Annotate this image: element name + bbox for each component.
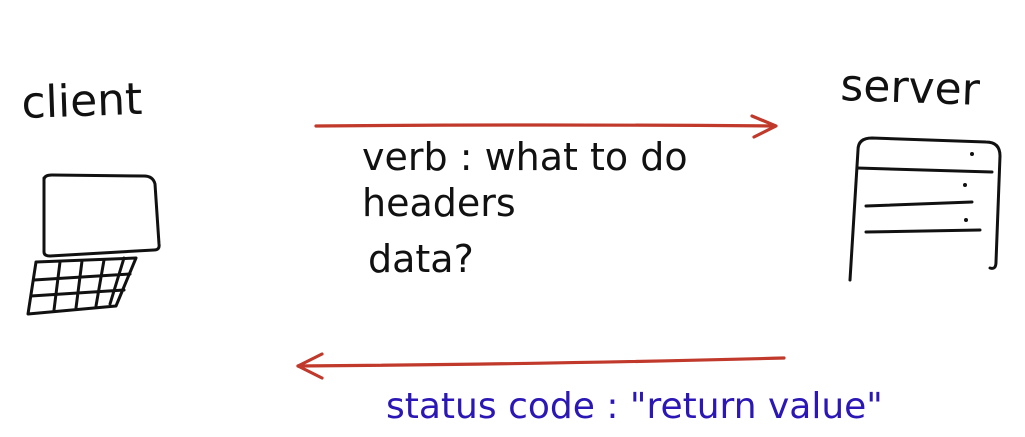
request-arrow-shaft: [314, 123, 776, 128]
server-icon: [848, 136, 1002, 282]
request-arrow: [314, 114, 778, 139]
laptop-keyboard-grid: [29, 256, 132, 312]
response-arrow-head: [296, 352, 324, 380]
server-led-2: [963, 183, 967, 187]
server-led-1: [970, 152, 974, 156]
request-headers-text: headers: [362, 181, 516, 225]
server-shelf-1: [855, 166, 994, 174]
request-data-text: data?: [368, 237, 474, 281]
response-status-text: status code : "return value": [386, 386, 883, 427]
laptop-icon: [26, 173, 161, 316]
server-shelf-3: [864, 228, 982, 234]
laptop-screen: [42, 173, 161, 258]
server-led-3: [964, 218, 968, 222]
client-label: client: [21, 74, 144, 129]
request-arrow-head: [750, 114, 778, 139]
laptop-keyboard: [26, 256, 138, 316]
server-body: [848, 136, 1002, 282]
response-arrow-shaft: [296, 356, 786, 368]
request-verb-text: verb : what to do: [362, 135, 688, 179]
server-label: server: [840, 60, 982, 116]
server-shelf-2: [864, 200, 974, 208]
response-arrow: [296, 352, 786, 380]
